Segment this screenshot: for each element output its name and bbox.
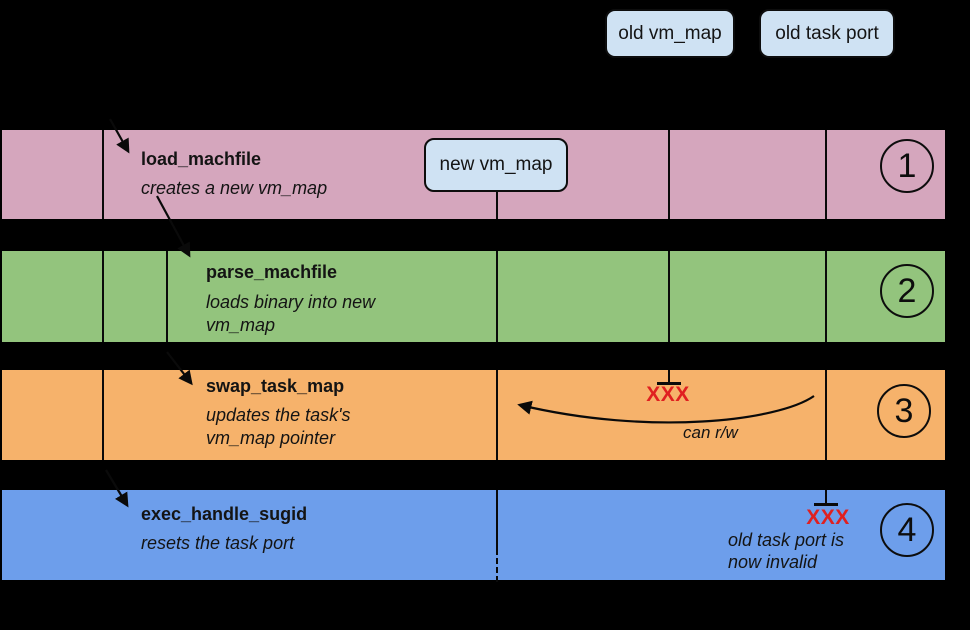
chip-old-vm-map: old vm_map [605,9,735,58]
step-number-3-label: 3 [894,391,914,430]
lifeline-old-vm-map-row2 [668,251,670,342]
note-old-task-port: old task port is now invalid [728,529,844,573]
function-swap-task-map: swap_task_map [206,376,345,396]
lifeline-new-vm-map-row4-dashed [496,549,498,582]
step-number-2-label: 2 [897,271,917,310]
chip-old-task-port-label: old task port [775,22,879,44]
step-number-4-label: 4 [897,510,917,549]
function-parse-machfile: parse_machfile [206,262,338,282]
description-load-machfile: creates a new vm_map [141,178,328,198]
step-number-2: 2 [880,264,934,318]
chip-old-task-port: old task port [759,9,895,58]
annotation-can-rw: can r/w [683,423,738,442]
description-parse-machfile-line1: loads binary into new [206,292,376,312]
note-old-task-port-line1: old task port is [728,530,845,550]
killed-marker-old-task-port: XXX [806,506,850,529]
lifeline-old-task-port-terminator-stem [825,490,827,504]
lifeline-new-vm-map-row1 [496,192,498,219]
function-exec-handle-sugid: exec_handle_sugid [141,504,308,524]
lifeline-old-vm-map-row1 [668,130,670,219]
band-step-4 [2,490,945,580]
lifeline-task-row2 [102,251,104,342]
lifeline-second-row2 [166,251,168,342]
step-number-1: 1 [880,139,934,193]
terminator-old-task-port [814,503,838,506]
band-step-3 [2,370,945,460]
band-step-2 [2,251,945,342]
step-number-4: 4 [880,503,934,557]
terminator-old-vm-map [657,382,681,385]
lifeline-task-row3 [102,370,104,460]
lifeline-old-task-port-row1 [825,130,827,219]
function-load-machfile: load_machfile [141,149,262,169]
lifeline-new-vm-map-row3 [496,370,498,460]
lifeline-new-vm-map-row2 [496,251,498,342]
lifeline-task-row1 [102,130,104,219]
note-old-task-port-line2: now invalid [728,552,818,572]
description-swap-task-map: updates the task's vm_map pointer [206,404,351,450]
description-swap-task-map-line2: vm_map pointer [206,428,336,448]
killed-marker-old-vm-map: XXX [646,383,690,406]
lifeline-new-vm-map-row4-solid [496,490,498,549]
lifeline-old-vm-map-terminator-stem [668,370,670,383]
lifeline-old-task-port-row3 [825,370,827,460]
description-swap-task-map-line1: updates the task's [206,405,351,425]
description-parse-machfile: loads binary into new vm_map [206,291,375,337]
step-number-3: 3 [877,384,931,438]
lifeline-old-task-port-row2 [825,251,827,342]
description-parse-machfile-line2: vm_map [206,315,276,335]
chip-old-vm-map-label: old vm_map [618,22,722,44]
description-exec-handle-sugid: resets the task port [141,533,295,553]
chip-new-vm-map-label: new vm_map [439,154,553,175]
step-number-1-label: 1 [897,146,917,185]
chip-new-vm-map: new vm_map [424,138,568,192]
